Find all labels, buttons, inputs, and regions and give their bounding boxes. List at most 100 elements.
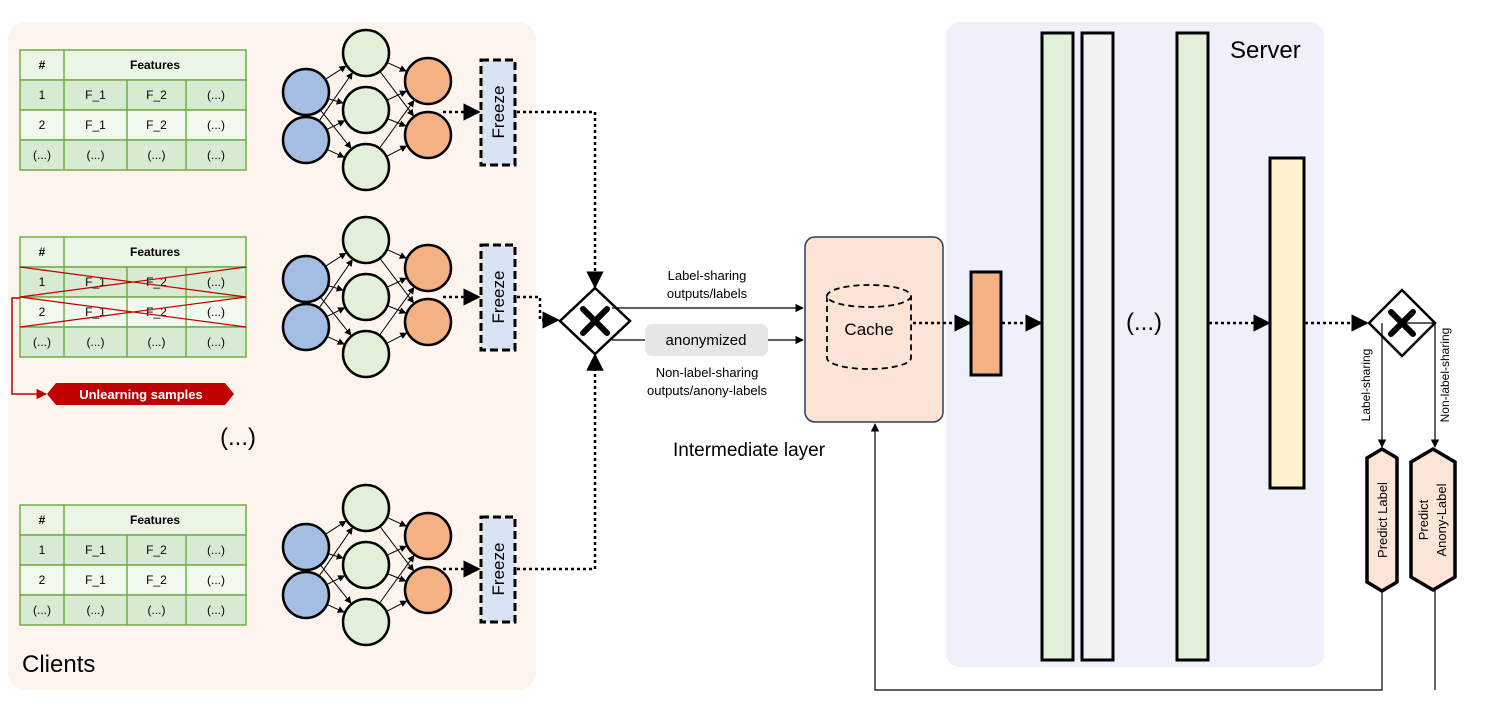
- table-cell: (...): [207, 118, 225, 132]
- freeze-label-3: Freeze: [489, 543, 508, 596]
- table-header-features: Features: [130, 58, 180, 72]
- server-output-layer: [1268, 156, 1306, 490]
- predict-anony-label-box: [1409, 446, 1457, 593]
- table-cell: F_2: [146, 118, 167, 132]
- table-cell: F_1: [85, 573, 106, 587]
- server-hidden-layer-2: [1080, 31, 1115, 662]
- predict-anony-text-1: Predict: [1416, 499, 1431, 540]
- output-node: [403, 243, 453, 293]
- table-cell: (...): [207, 305, 225, 319]
- table-cell: 1: [39, 88, 46, 102]
- server-ellipsis: (...): [1126, 309, 1162, 336]
- server-input-layer: [969, 270, 1003, 377]
- table-cell: F_2: [146, 573, 167, 587]
- server-panel: [946, 22, 1324, 667]
- branch-label-sharing: Label-sharing: [1359, 349, 1373, 422]
- freeze-to-aggregator-1: [517, 110, 604, 289]
- intermediate-layer-label: Intermediate layer: [673, 440, 826, 461]
- hidden-node: [341, 142, 391, 192]
- table-cell: (...): [148, 603, 166, 617]
- output-node: [403, 565, 453, 615]
- x-mark-icon: [580, 306, 610, 336]
- table-cell: (...): [207, 573, 225, 587]
- hidden-node: [341, 28, 391, 78]
- output-node: [403, 110, 453, 160]
- anonymized-badge: [645, 324, 768, 356]
- strike-line: [19, 296, 247, 328]
- hidden-node: [341, 483, 391, 533]
- unlearning-connector: [11, 297, 48, 400]
- table-cell: (...): [207, 88, 225, 102]
- table-cell: (...): [207, 543, 225, 557]
- non-label-sharing-text-2: outputs/anony-labels: [647, 383, 767, 398]
- table-row: (...)(...)(...)(...): [19, 139, 247, 171]
- cache-cylinder-icon: [826, 284, 912, 370]
- feedback-loop-line: [870, 423, 1383, 691]
- server-hidden-layer-3: [1175, 31, 1210, 662]
- strike-line: [19, 266, 247, 298]
- hidden-node: [341, 329, 391, 379]
- input-node: [281, 570, 331, 620]
- predict-label-box: [1365, 446, 1399, 594]
- hidden-node: [341, 597, 391, 647]
- unlearning-samples-tag: [47, 383, 234, 405]
- label-sharing-text-1: Label-sharing: [668, 268, 747, 283]
- client-networks: [281, 28, 453, 647]
- cache-label: Cache: [844, 320, 893, 339]
- hidden-node: [341, 540, 391, 590]
- non-label-sharing-text-1: Non-label-sharing: [656, 365, 759, 380]
- predict-label-text: Predict Label: [1375, 482, 1390, 558]
- clients-ellipsis: (...): [220, 424, 256, 451]
- client-network-1: [281, 28, 453, 192]
- anonymized-label: anonymized: [666, 332, 747, 349]
- table-cell: 2: [39, 573, 46, 587]
- client-network-3: [281, 483, 453, 647]
- table-cell: (...): [148, 335, 166, 349]
- hidden-node: [341, 85, 391, 135]
- table-cell: (...): [87, 148, 105, 162]
- table-cell: F_1: [85, 88, 106, 102]
- output-node: [403, 56, 453, 106]
- clients-title: Clients: [22, 651, 95, 678]
- table-header-row: [19, 49, 247, 81]
- hidden-node: [341, 215, 391, 265]
- input-node: [281, 302, 331, 352]
- output-node: [403, 297, 453, 347]
- freeze-box-3: Freeze: [479, 515, 517, 624]
- table-cell: (...): [207, 275, 225, 289]
- table-cell: (...): [207, 335, 225, 349]
- non-label-sharing-branch: [1402, 322, 1440, 448]
- table-cell: 2: [39, 305, 46, 319]
- table-header-index: #: [39, 513, 46, 527]
- freeze-box-2: Freeze: [479, 243, 517, 352]
- table-header-features: Features: [130, 245, 180, 259]
- freeze-box-1: Freeze: [479, 58, 517, 167]
- freeze-label-1: Freeze: [489, 86, 508, 139]
- table-cell: (...): [33, 335, 51, 349]
- table-cell: (...): [148, 148, 166, 162]
- unlearning-samples-label: Unlearning samples: [79, 387, 203, 402]
- table-cell: (...): [207, 148, 225, 162]
- table-cell: 1: [39, 275, 46, 289]
- output-node: [403, 511, 453, 561]
- table-cell: (...): [87, 335, 105, 349]
- client-network-2: [281, 215, 453, 379]
- hidden-node: [341, 272, 391, 322]
- table-header-row: [19, 236, 247, 268]
- table-cell: (...): [33, 603, 51, 617]
- table-cell: F_2: [146, 543, 167, 557]
- server-title: Server: [1230, 37, 1301, 64]
- table-cell: F_1: [85, 305, 106, 319]
- table-cell: F_2: [146, 275, 167, 289]
- table-header-features: Features: [130, 513, 180, 527]
- input-node: [281, 522, 331, 572]
- input-node: [281, 254, 331, 304]
